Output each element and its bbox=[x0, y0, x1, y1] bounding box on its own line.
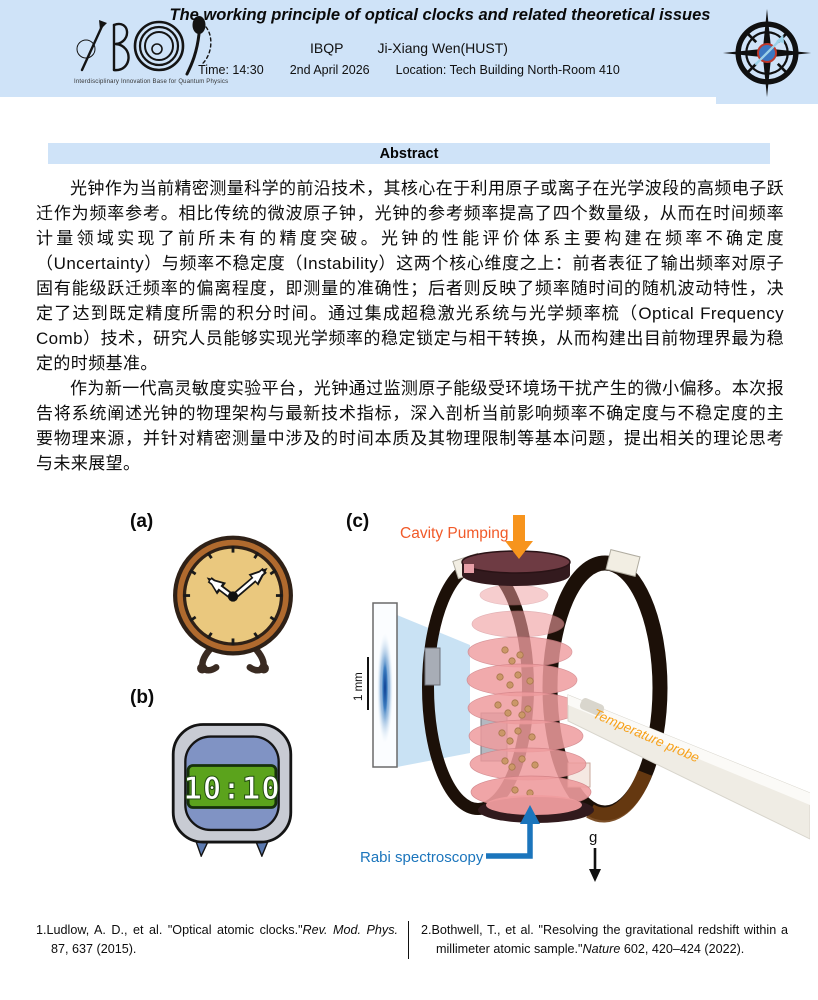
top-cavity-mirror bbox=[461, 550, 571, 586]
reference-2-tail: 602, 420–424 (2022). bbox=[620, 942, 745, 956]
reference-2-journal: Nature bbox=[582, 942, 621, 956]
optical-lattice-illustration: 1 mm bbox=[353, 515, 810, 882]
scale-bar-label: 1 mm bbox=[353, 672, 365, 701]
event-info-row: Time: 14:30 2nd April 2026 Location: Tec… bbox=[0, 63, 818, 77]
rabi-arrow-icon bbox=[486, 805, 540, 859]
references-column-left: 1.Ludlow, A. D., et al. "Optical atomic … bbox=[36, 921, 398, 959]
event-date: 2nd April 2026 bbox=[289, 63, 370, 77]
page-title: The working principle of optical clocks … bbox=[169, 6, 711, 24]
abstract-body: 光钟作为当前精密测量科学的前沿技术，其核心在于利用原子或离子在光学波段的高频电子… bbox=[36, 176, 784, 476]
event-time: Time: 14:30 bbox=[198, 63, 264, 77]
event-location: Location: Tech Building North-Room 410 bbox=[395, 63, 620, 77]
temperature-probe bbox=[567, 694, 810, 840]
organization-label: IBQP bbox=[310, 40, 344, 56]
rabi-spectroscopy-label: Rabi spectroscopy bbox=[360, 849, 484, 866]
clock-feet bbox=[197, 646, 269, 674]
reference-2: 2.Bothwell, T., et al. "Resolving the gr… bbox=[421, 921, 788, 959]
abstract-heading-bar: Abstract bbox=[48, 143, 770, 164]
references-column-right: 2.Bothwell, T., et al. "Resolving the gr… bbox=[408, 921, 788, 959]
cavity-pumping-label: Cavity Pumping bbox=[400, 525, 509, 542]
abstract-heading: Abstract bbox=[379, 145, 439, 162]
digital-clock-time: 10:10 bbox=[183, 771, 280, 807]
references-section: 1.Ludlow, A. D., et al. "Optical atomic … bbox=[36, 921, 788, 959]
figure-label-b: (b) bbox=[130, 687, 155, 708]
gravity-label: g bbox=[589, 829, 597, 846]
ibqp-logo-caption: Interdisciplinary Innovation Base for Qu… bbox=[74, 79, 229, 85]
atom-cloud-image-core bbox=[381, 650, 389, 726]
clock-ticks bbox=[183, 546, 283, 645]
reference-1-text: Ludlow, A. D., et al. "Optical atomic cl… bbox=[46, 923, 303, 937]
speaker-name: Ji-Xiang Wen(HUST) bbox=[377, 40, 508, 56]
compass-logo-icon bbox=[722, 8, 812, 98]
reference-2-number: 2. bbox=[421, 923, 432, 937]
abstract-paragraph-1: 光钟作为当前精密测量科学的前沿技术，其核心在于利用原子或离子在光学波段的高频电子… bbox=[36, 179, 784, 373]
bottom-cavity-mirror bbox=[478, 795, 594, 823]
pump-arrow-icon bbox=[505, 515, 533, 559]
clock-hands bbox=[206, 567, 268, 602]
ibqp-logo bbox=[76, 16, 212, 76]
figure-label-a: (a) bbox=[130, 511, 154, 532]
abstract-paragraph-2: 作为新一代高灵敏度实验平台，光钟通过监测原子能级受环境场干扰产生的微小偏移。本次… bbox=[36, 379, 784, 473]
reference-1: 1.Ludlow, A. D., et al. "Optical atomic … bbox=[36, 921, 398, 959]
digital-clock-screen bbox=[186, 764, 278, 809]
reference-1-number: 1. bbox=[36, 923, 47, 937]
analog-clock-illustration bbox=[173, 535, 293, 674]
reference-1-tail: 87, 637 (2015). bbox=[51, 942, 137, 956]
speaker-row: IBQP Ji-Xiang Wen(HUST) bbox=[0, 40, 818, 56]
figure-label-c: (c) bbox=[346, 511, 370, 532]
reference-1-journal: Rev. Mod. Phys. bbox=[302, 923, 398, 937]
reference-2-text: Bothwell, T., et al. "Resolving the grav… bbox=[431, 923, 788, 956]
digital-clock-illustration: 10:10 bbox=[171, 723, 293, 857]
trapped-atoms bbox=[494, 646, 539, 797]
gravity-arrow-icon bbox=[589, 848, 601, 882]
